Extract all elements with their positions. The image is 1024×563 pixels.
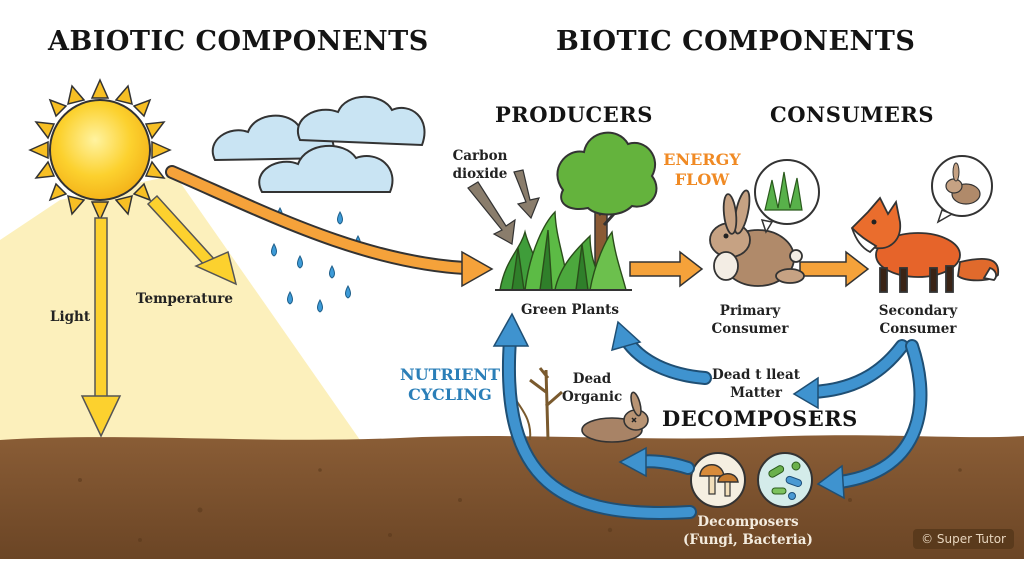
energy-flow-line1: ENERGY: [663, 150, 741, 169]
temperature-arrow: [146, 194, 238, 286]
energy-flow-arrows: [629, 250, 870, 288]
carbon-dioxide-arrows: [467, 169, 540, 245]
primary-consumer-label: Primary Consumer: [710, 302, 790, 338]
secondary-consumer-line1: Secondary: [878, 303, 958, 319]
secondary-consumer-line2: Consumer: [879, 321, 957, 337]
green-plants-label: Green Plants: [521, 302, 620, 318]
soil-specks: [78, 468, 962, 542]
light-arrow: [80, 217, 122, 438]
abiotic-heading: ABIOTIC COMPONENTS: [48, 26, 429, 57]
nutrient-cycling-line1: NUTRIENT: [400, 365, 500, 384]
rabbit-icon: [709, 189, 805, 287]
biotic-heading: BIOTIC COMPONENTS: [556, 26, 916, 57]
energy-flow-label: ENERGY FLOW: [662, 150, 742, 190]
dead-organic-line2: Organic: [562, 389, 623, 405]
dead-matter-label: Dead t lleat Matter: [706, 366, 806, 402]
decomposers-line1: Decomposers: [697, 514, 799, 530]
primary-consumer-line2: Consumer: [711, 321, 789, 337]
producers-heading: PRODUCERS: [495, 102, 653, 127]
decomposers-line2: (Fungi, Bacteria): [683, 532, 813, 548]
carbon-dioxide-line2: dioxide: [452, 166, 508, 182]
temperature-label: Temperature: [136, 291, 234, 307]
sunlight-energy-arrow: [165, 165, 494, 288]
nutrient-cycling-label: NUTRIENT CYCLING: [400, 365, 500, 405]
nutrient-cycling-line2: CYCLING: [408, 385, 492, 404]
decomposers-fungi-bacteria-label: Decomposers (Fungi, Bacteria): [676, 513, 820, 549]
dead-rabbit-icon: [581, 391, 649, 443]
light-label: Light: [50, 309, 91, 325]
fox-icon: [850, 196, 1000, 293]
soil-ground: [0, 435, 1024, 559]
dead-organic-label: Dead Organic: [562, 370, 622, 406]
dead-organic-line1: Dead: [572, 371, 612, 387]
nutrient-arrowheads: [492, 312, 845, 500]
secondary-consumer-label: Secondary Consumer: [875, 302, 961, 338]
fungi-icon: [690, 452, 746, 508]
bacteria-icon: [757, 452, 813, 508]
carbon-dioxide-line1: Carbon: [452, 148, 508, 164]
carbon-dioxide-label: Carbon dioxide: [452, 147, 508, 183]
energy-flow-line2: FLOW: [674, 170, 730, 189]
rabbit-thought-bubble: [931, 155, 993, 224]
grass-thought-bubble: [754, 159, 820, 234]
decomposers-heading: DECOMPOSERS: [662, 406, 858, 431]
consumers-heading: CONSUMERS: [770, 102, 935, 127]
sun-icon: [28, 78, 172, 222]
green-plants-icon: [495, 210, 632, 291]
primary-consumer-line1: Primary: [719, 303, 781, 319]
dead-matter-line1: Dead t lleat: [712, 367, 800, 383]
cloud-icons: [211, 95, 426, 193]
light-beam: [0, 175, 360, 440]
dead-matter-line2: Matter: [730, 385, 782, 401]
credit-badge: © Super Tutor: [913, 529, 1014, 549]
